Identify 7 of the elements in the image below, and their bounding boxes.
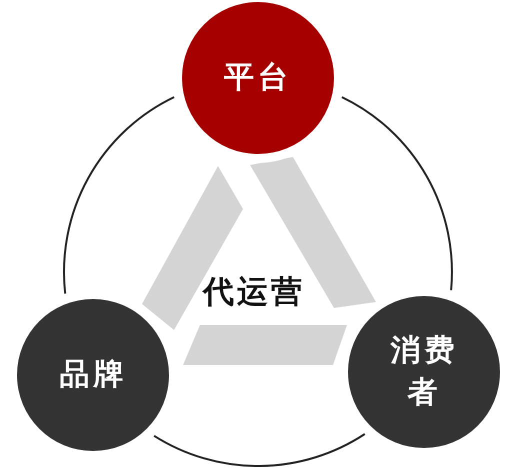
circle-node: 品牌	[17, 298, 170, 451]
connector-arc	[341, 96, 453, 290]
circle-node: 平台	[182, 2, 334, 154]
connector-arc	[154, 433, 366, 467]
circle-node: 消费者	[348, 296, 500, 448]
connector-arc	[63, 96, 175, 294]
center-label: 代运营	[203, 271, 305, 313]
